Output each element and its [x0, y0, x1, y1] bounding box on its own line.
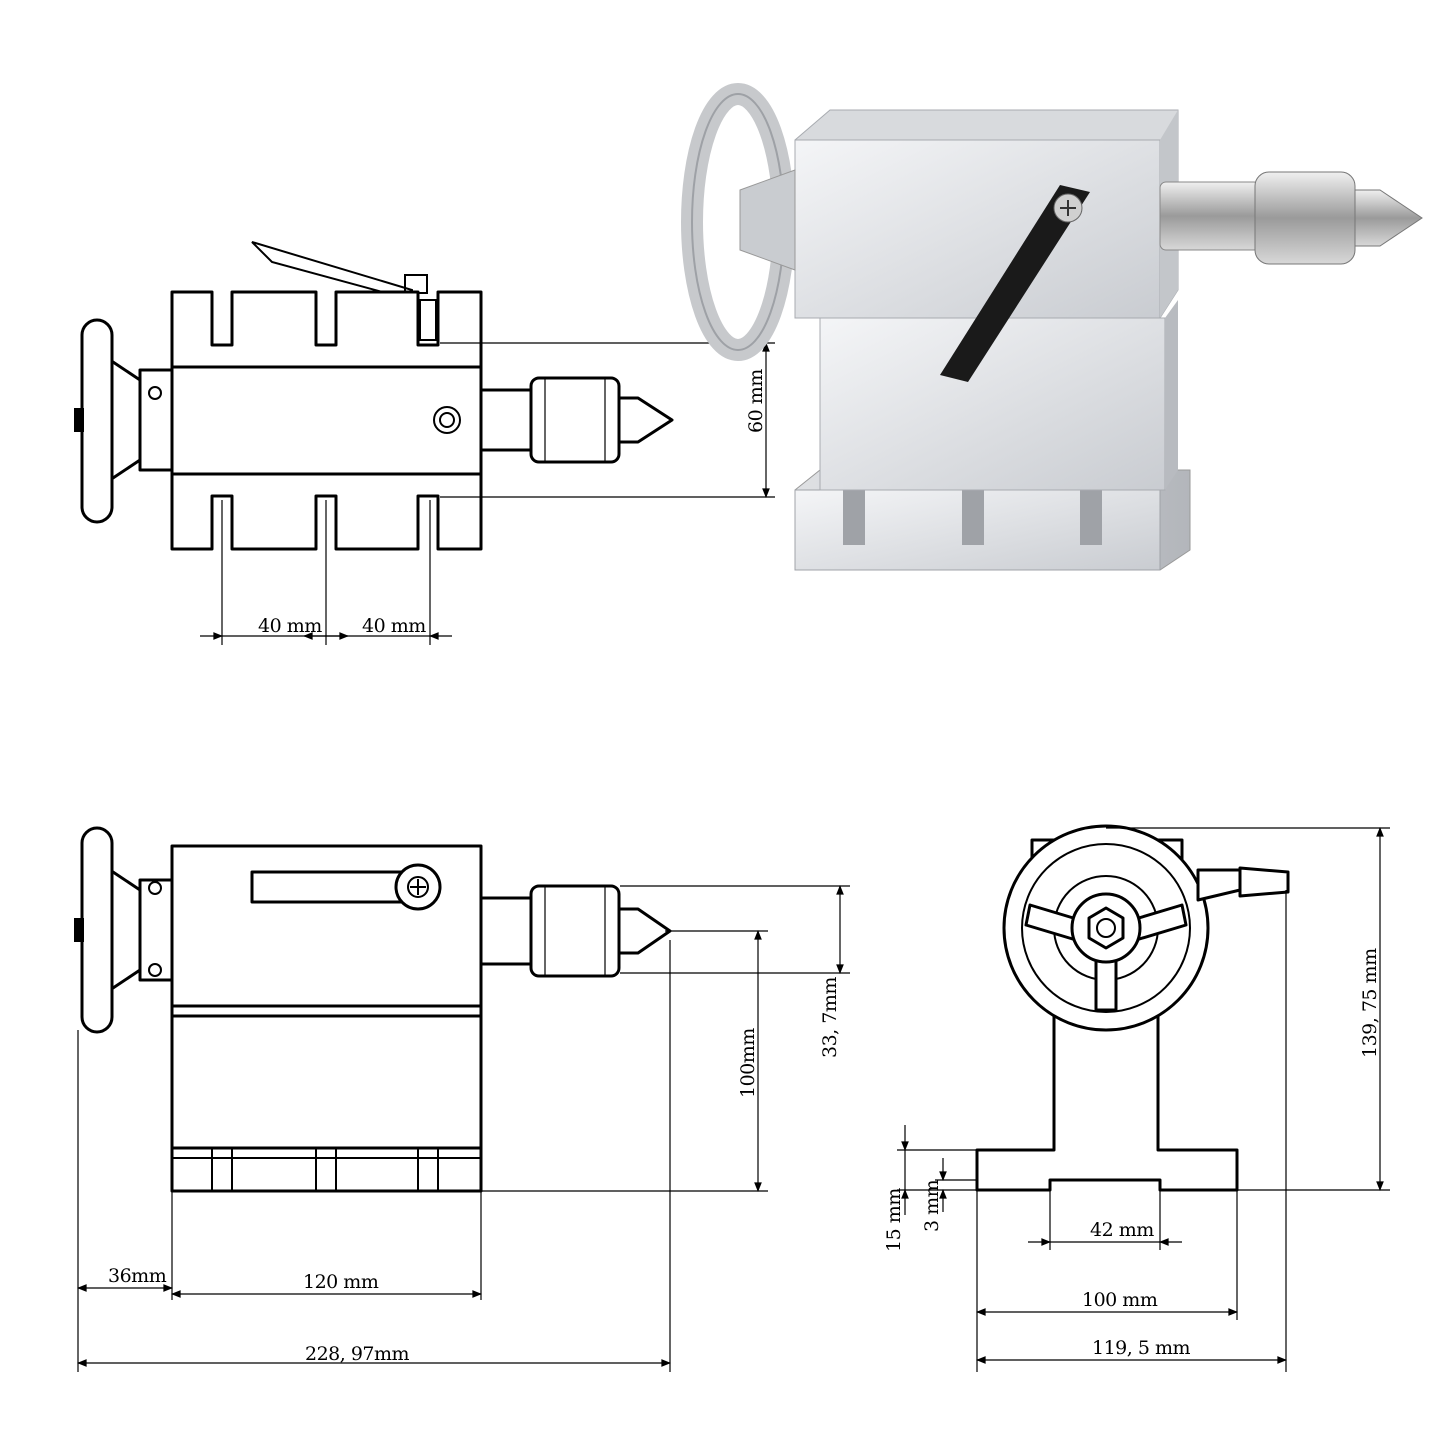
dim-overall-height: 139, 75 mm	[1359, 948, 1381, 1058]
top-view-dimensions: 40 mm 40 mm 60 mm	[200, 342, 775, 645]
dim-chuck-diameter: 33, 7mm	[819, 977, 841, 1058]
end-view-dimensions: 139, 75 mm 15 mm 3 mm 42 mm 100 mm 119, …	[883, 827, 1390, 1372]
side-lever	[250, 870, 417, 904]
dim-base-width: 100 mm	[1082, 1289, 1158, 1311]
end-spoke-bottom	[1094, 958, 1118, 1012]
end-hex-nut	[1087, 906, 1125, 950]
dim-recess-depth: 3 mm	[921, 1179, 943, 1232]
end-view-drawing	[975, 824, 1290, 1192]
side-chuck	[529, 884, 621, 978]
end-pedestal-base	[975, 1010, 1239, 1192]
chuck-body	[529, 376, 621, 464]
dim-base-thickness: 15 mm	[883, 1188, 905, 1252]
dim-recess-width: 42 mm	[1090, 1219, 1154, 1241]
wheel-hub	[108, 358, 142, 482]
side-lower-body	[170, 1014, 483, 1150]
side-handwheel	[80, 826, 114, 1034]
side-view-drawing	[74, 826, 672, 1193]
photo-upper-body	[794, 139, 1161, 319]
dim-slot-pitch-1: 40 mm	[258, 615, 322, 637]
live-center-tip	[617, 396, 674, 444]
side-live-center	[617, 907, 672, 955]
dim-overall-width: 119, 5 mm	[1092, 1337, 1190, 1359]
lower-slotted-base	[170, 472, 483, 551]
set-screw-outer	[433, 406, 461, 434]
quill	[479, 388, 533, 452]
dim-slot-pitch-2: 40 mm	[362, 615, 426, 637]
photo-live-center	[1354, 189, 1423, 247]
side-view-dimensions: 33, 7mm 100mm 36mm 120 mm 228, 97mm	[77, 885, 850, 1372]
product-photo	[681, 83, 1423, 571]
upper-slotted-base	[170, 290, 483, 369]
side-upper-body	[170, 844, 483, 1008]
photo-chuck	[1254, 171, 1356, 265]
clamp-screw	[419, 299, 437, 341]
photo-quill	[1159, 181, 1261, 251]
bearing-housing	[138, 368, 174, 472]
lever-pivot	[404, 274, 428, 294]
photo-lever-handle	[940, 185, 1090, 382]
dim-slot-span: 60 mm	[745, 369, 767, 433]
top-view-drawing	[74, 241, 674, 551]
dim-center-height: 100mm	[737, 1028, 759, 1098]
set-screw-inner	[439, 412, 455, 428]
side-base	[170, 1146, 483, 1193]
handwheel-rim	[80, 318, 114, 524]
dim-handwheel-offset: 36mm	[108, 1265, 167, 1287]
dim-overall-length: 228, 97mm	[305, 1343, 410, 1365]
end-lever-tip	[1238, 866, 1290, 898]
dim-body-length: 120 mm	[303, 1271, 379, 1293]
